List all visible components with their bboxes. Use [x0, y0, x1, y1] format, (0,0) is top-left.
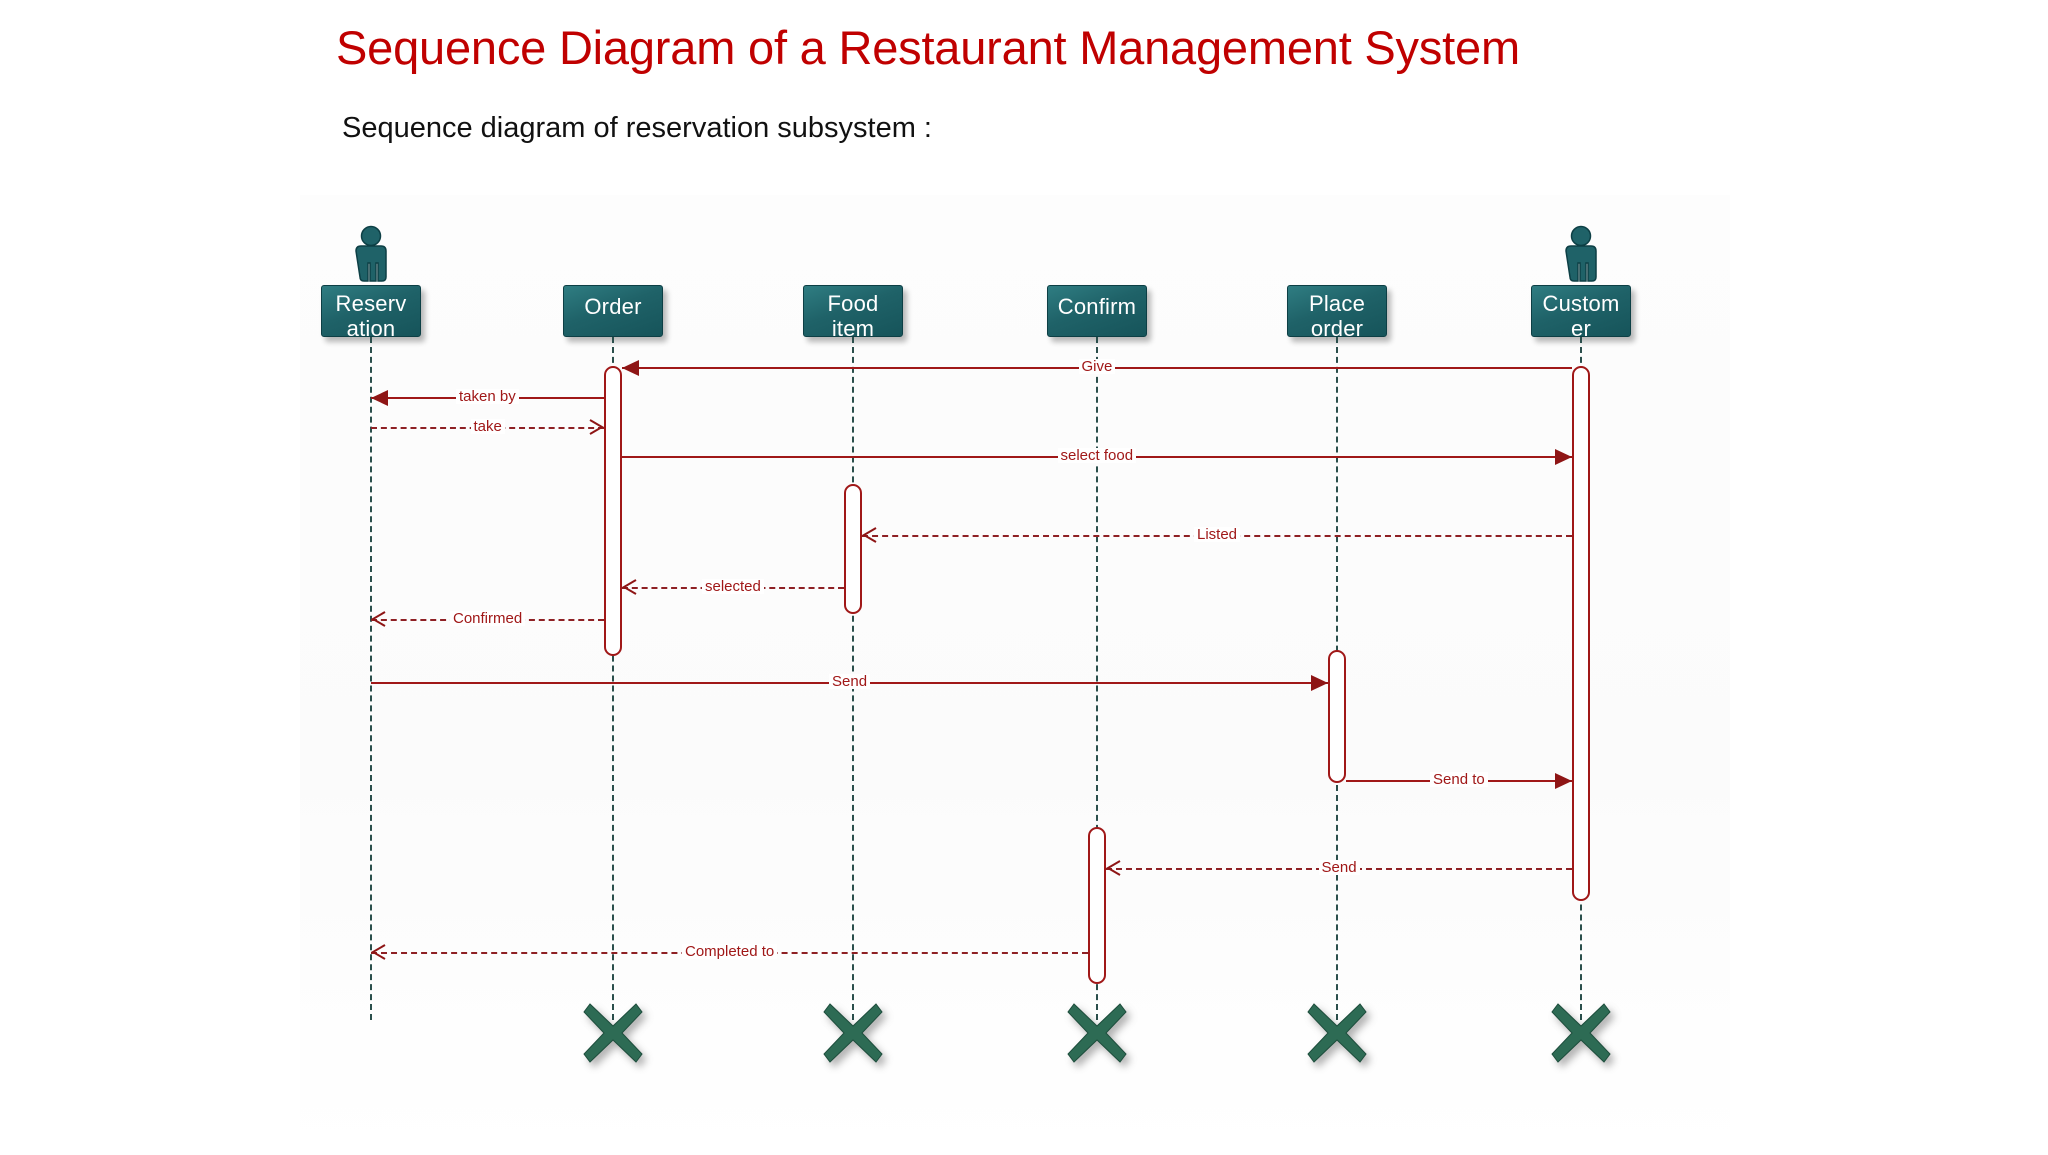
lifeline-label-line2: er — [1571, 316, 1591, 341]
lifeline-label-line1: Reserv — [335, 291, 407, 316]
lifeline-label-line2: ation — [346, 316, 396, 341]
message-label-m3: take — [470, 419, 505, 434]
lifeline-header-order[interactable]: Order — [563, 285, 663, 337]
lifeline-terminator-placeorder — [1304, 1000, 1370, 1066]
lifeline-label-line1: Order — [584, 294, 642, 319]
lifeline-order — [612, 337, 614, 1020]
message-label-m9: Send to — [1430, 772, 1488, 787]
arrow-head-m4 — [1555, 449, 1572, 465]
page-subtitle: Sequence diagram of reservation subsyste… — [342, 112, 932, 144]
page-title: Sequence Diagram of a Restaurant Managem… — [336, 21, 1520, 74]
message-label-m5: Listed — [1194, 527, 1241, 542]
message-label-m1: Give — [1078, 359, 1116, 374]
lifeline-reservation — [370, 337, 372, 1020]
message-label-m10: Send — [1318, 860, 1360, 875]
arrow-head-m7 — [371, 611, 387, 627]
message-label-m4: select food — [1057, 448, 1137, 463]
lifeline-label-line1: Confirm — [1057, 294, 1137, 319]
activation-bar-placeorder — [1328, 650, 1346, 783]
arrow-head-m3 — [588, 419, 604, 435]
lifeline-label-line1: Food — [827, 291, 879, 316]
arrow-head-m11 — [371, 944, 387, 960]
message-label-m2: taken by — [456, 389, 519, 404]
arrow-head-m5 — [862, 527, 878, 543]
lifeline-terminator-fooditem — [820, 1000, 886, 1066]
message-label-m8: Send — [829, 674, 871, 689]
message-label-m6: selected — [702, 579, 764, 594]
message-label-m7: Confirmed — [450, 611, 526, 626]
arrow-head-m10 — [1106, 860, 1122, 876]
arrow-head-m1 — [622, 360, 639, 376]
arrow-head-m8 — [1311, 675, 1328, 691]
lifeline-label-line2: order — [1310, 316, 1364, 341]
activation-bar-order — [604, 366, 622, 656]
actor-icon — [344, 225, 398, 287]
lifeline-label-line1: Custom — [1542, 291, 1620, 316]
lifeline-label-line2: item — [831, 316, 875, 341]
diagram-background — [300, 195, 1730, 1155]
arrow-head-m2 — [371, 390, 388, 406]
arrow-head-m6 — [622, 579, 638, 595]
lifeline-terminator-customer — [1548, 1000, 1614, 1066]
activation-bar-fooditem — [844, 484, 862, 614]
activation-bar-confirm — [1088, 827, 1106, 984]
lifeline-terminator-order — [580, 1000, 646, 1066]
lifeline-header-confirm[interactable]: Confirm — [1047, 285, 1147, 337]
lifeline-label-line1: Place — [1308, 291, 1366, 316]
activation-bar-customer — [1572, 366, 1590, 901]
lifeline-confirm — [1096, 337, 1098, 1020]
actor-icon — [1554, 225, 1608, 287]
lifeline-terminator-confirm — [1064, 1000, 1130, 1066]
arrow-head-m9 — [1555, 773, 1572, 789]
message-label-m11: Completed to — [682, 944, 778, 959]
